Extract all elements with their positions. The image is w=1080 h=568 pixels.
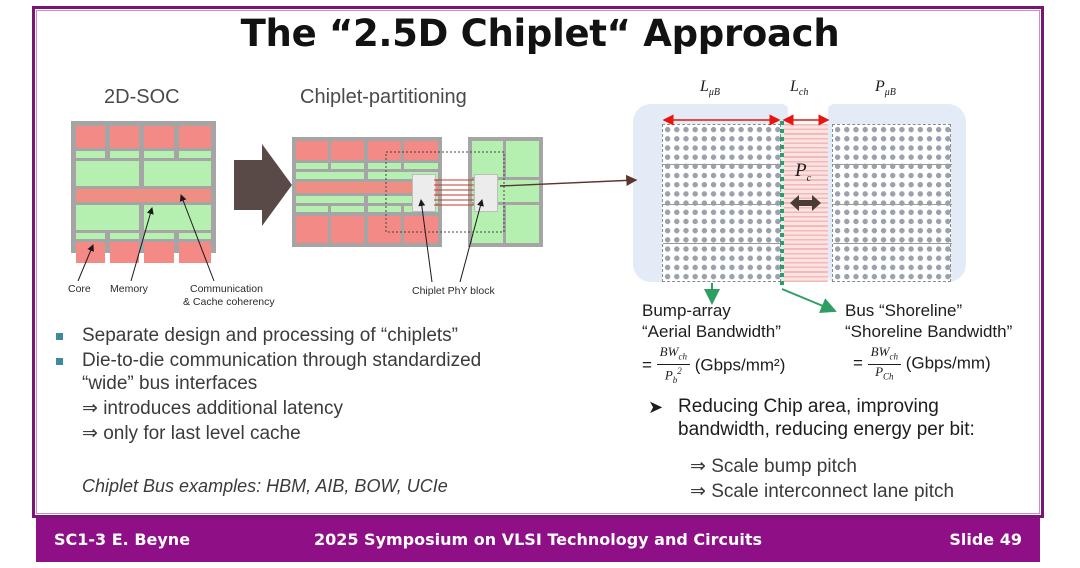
label-l-microbump-base: L xyxy=(700,78,709,95)
shoreline-line2: “Shoreline Bandwidth” xyxy=(845,322,1013,341)
bump-array-equation: = BWch Pb2 (Gbps/mm²) xyxy=(642,345,785,387)
footer-slide-number: Slide 49 xyxy=(949,530,1022,549)
aerial-fraction: BWch Pb2 xyxy=(656,345,690,387)
eq-prefix-shoreline: = xyxy=(853,353,863,373)
aerial-num-base: BW xyxy=(659,344,679,359)
conclusion-line1: Reducing Chip area, improving xyxy=(678,396,939,417)
bullet-3: ⇒ introduces additional latency xyxy=(82,398,343,419)
aerial-denominator: Pb2 xyxy=(656,363,690,387)
shoreline-line1: Bus “Shoreline” xyxy=(845,301,963,320)
callout-communication-line1: Communication xyxy=(190,283,263,295)
label-l-microbump-sub: μB xyxy=(708,87,721,99)
shoreline-den-sub: Ch xyxy=(883,371,894,382)
bump-array-left xyxy=(662,124,782,282)
label-l-channel-base: L xyxy=(790,78,799,95)
bullet-marker-2 xyxy=(56,358,63,365)
label-l-channel: Lch xyxy=(790,78,808,98)
footer-bar: SC1-3 E. Beyne 2025 Symposium on VLSI Te… xyxy=(36,518,1040,562)
bullet-4: ⇒ only for last level cache xyxy=(82,423,301,444)
shoreline-num-sub: ch xyxy=(889,351,898,362)
footer-left: SC1-3 E. Beyne xyxy=(54,530,191,549)
shoreline-fraction: BWch PCh xyxy=(867,345,901,384)
bullet-marker-1 xyxy=(56,333,63,340)
eq-prefix-aerial: = xyxy=(642,355,652,375)
label-p-microbump-sub: μB xyxy=(884,87,896,99)
bump-array-line2: “Aerial Bandwidth” xyxy=(642,322,781,341)
conclusion-sub1: ⇒ Scale bump pitch xyxy=(690,456,857,477)
callout-memory: Memory xyxy=(110,283,148,295)
callout-communication-line2: & Cache coherency xyxy=(183,296,275,308)
aerial-den-sub: b xyxy=(672,374,678,385)
bullet-1: Separate design and processing of “chipl… xyxy=(82,325,459,346)
label-p-microbump: PμB xyxy=(875,78,896,98)
label-p-channel: Pc xyxy=(795,160,811,184)
chiplet-bus-examples: Chiplet Bus examples: HBM, AIB, BOW, UCI… xyxy=(82,476,448,496)
aerial-num-sub: ch xyxy=(678,351,687,362)
aerial-unit: (Gbps/mm²) xyxy=(694,355,786,375)
callout-core: Core xyxy=(68,283,91,295)
heading-chiplet-partitioning: Chiplet-partitioning xyxy=(300,86,467,108)
footer-center: 2025 Symposium on VLSI Technology and Ci… xyxy=(313,530,763,549)
shoreline-den-base: P xyxy=(875,363,884,379)
page-title: The “2.5D Chiplet“ Approach xyxy=(240,12,840,55)
shoreline-num-base: BW xyxy=(870,344,890,359)
channel-region xyxy=(784,124,828,282)
label-l-microbump: LμB xyxy=(700,78,720,98)
bump-array-right xyxy=(832,124,952,282)
bullet-2: Die-to-die communication through standar… xyxy=(82,350,482,371)
slide-border xyxy=(32,6,1044,518)
label-p-microbump-base: P xyxy=(875,78,885,95)
shoreline-equation: = BWch PCh (Gbps/mm) xyxy=(853,345,1012,383)
aerial-numerator: BWch xyxy=(657,345,690,364)
phy-block-right xyxy=(474,174,498,212)
label-p-channel-sub: c xyxy=(806,172,812,184)
phy-block-left xyxy=(412,174,436,212)
heading-2d-soc: 2D-SOC xyxy=(104,86,180,108)
conclusion-marker: ➤ xyxy=(648,397,664,417)
conclusion-line2: bandwidth, reducing energy per bit: xyxy=(678,419,975,440)
aerial-den-sup: 2 xyxy=(677,365,682,376)
shoreline-marker xyxy=(780,121,784,288)
shoreline-denominator: PCh xyxy=(867,363,901,384)
label-l-channel-sub: ch xyxy=(798,87,809,99)
shoreline-caption: Bus “Shoreline” “Shoreline Bandwidth” = … xyxy=(845,300,1012,383)
aerial-den-base: P xyxy=(664,366,673,382)
bump-array-line1: Bump-array xyxy=(642,301,731,320)
label-p-channel-base: P xyxy=(795,160,807,181)
bump-array-caption: Bump-array “Aerial Bandwidth” = BWch Pb2… xyxy=(642,300,785,387)
conclusion-sub2: ⇒ Scale interconnect lane pitch xyxy=(690,481,955,502)
slide-border-inner xyxy=(36,10,1040,514)
shoreline-unit: (Gbps/mm) xyxy=(905,353,991,373)
soc-die xyxy=(71,121,216,263)
shoreline-numerator: BWch xyxy=(868,345,901,364)
callout-chiplet-phy-block: Chiplet PhY block xyxy=(412,285,495,297)
bullet-2-cont: “wide” bus interfaces xyxy=(82,373,258,394)
